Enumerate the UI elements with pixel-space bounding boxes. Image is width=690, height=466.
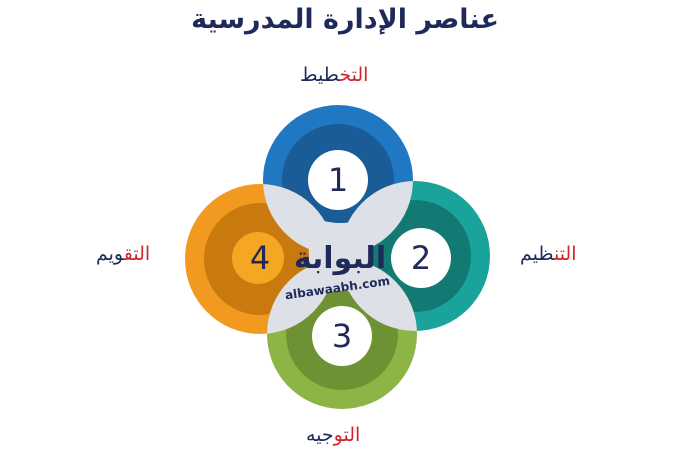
- element-1-disk: [308, 150, 368, 210]
- center-area: [300, 210, 378, 303]
- diagram-title: عناصر الإدارة المدرسية: [191, 4, 499, 35]
- element-2-label: التنظيم: [520, 243, 577, 265]
- element-1-number: 1: [328, 161, 348, 199]
- element-3-label: التوجيه: [306, 424, 360, 446]
- element-4-disk: [232, 232, 284, 284]
- element-3-label-rest: جيه: [306, 424, 334, 446]
- element-4-number: 4: [250, 239, 270, 277]
- element-1-label-rest: طيط: [300, 64, 340, 86]
- element-3-number: 3: [332, 317, 352, 355]
- element-4-label-highlight: التق: [123, 243, 151, 265]
- element-2-label-highlight: التن: [553, 243, 577, 265]
- element-1-label: التخطيط: [300, 64, 368, 86]
- element-2-number: 2: [411, 239, 431, 277]
- element-1-label-highlight: التخ: [339, 64, 369, 86]
- element-3-disk: [312, 306, 372, 366]
- watermark-arabic: البوابة: [294, 241, 386, 276]
- element-4-label-rest: ويم: [96, 243, 124, 265]
- element-4-label: التقويم: [96, 243, 150, 265]
- overlap-regions: [263, 181, 417, 334]
- element-3-label-highlight: التو: [333, 424, 361, 446]
- element-2-disk: [391, 228, 451, 288]
- element-2-label-rest: ظيم: [520, 243, 554, 265]
